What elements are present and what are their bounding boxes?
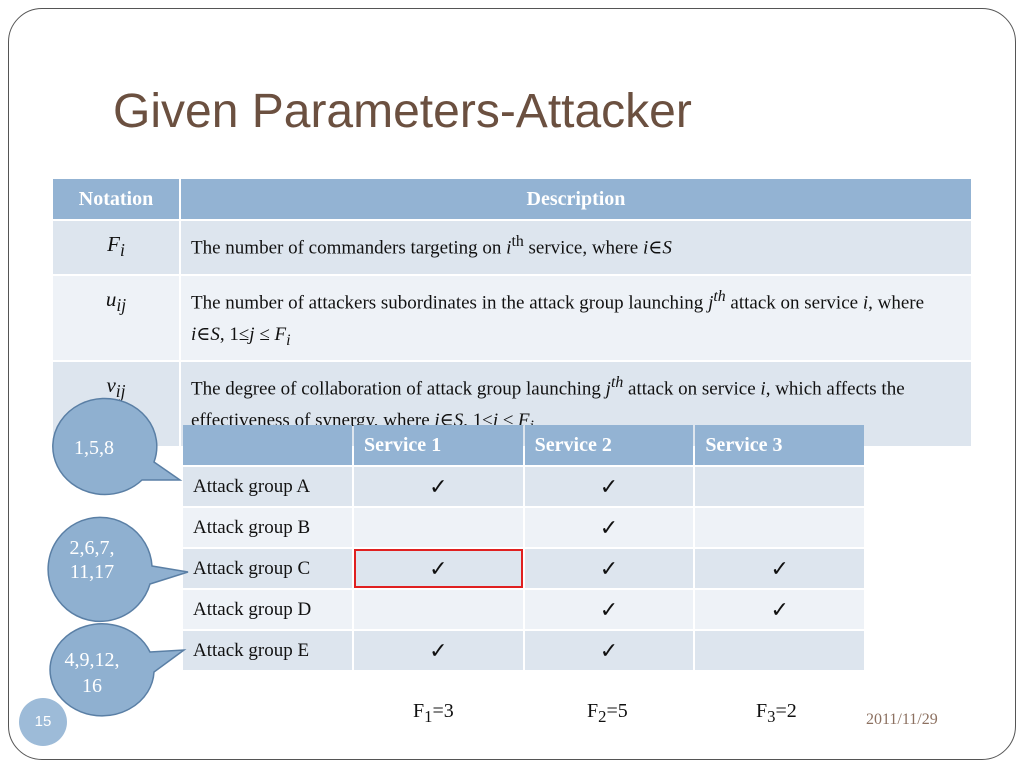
check-cell xyxy=(354,590,523,629)
desc-var: i∈S xyxy=(642,237,672,259)
f3-value: F3=2 xyxy=(756,700,797,727)
callout-bubble-c: 2,6,7, 11,17 xyxy=(47,516,189,623)
callout-text: 4,9,12, xyxy=(65,649,120,671)
f-base: F xyxy=(413,700,425,722)
f2-value: F2=5 xyxy=(587,700,628,727)
desc-text: , where xyxy=(868,292,925,314)
notation-row-u: uij The number of attackers subordinates… xyxy=(53,276,971,361)
check-cell: ✓ xyxy=(524,549,694,588)
desc-sup: th xyxy=(511,233,524,250)
corner-header xyxy=(183,425,352,465)
f-rest: =5 xyxy=(606,700,628,722)
check-cell xyxy=(354,508,523,547)
f-base: F xyxy=(587,700,599,722)
callout-bubble-a: 1,5,8 xyxy=(52,397,183,496)
desc-text: attack on service xyxy=(725,292,863,314)
highlighted-check-cell: ✓ xyxy=(354,549,523,588)
desc-sub: i xyxy=(286,331,291,349)
desc-var: j ≤ F xyxy=(249,323,287,345)
f-rest: =3 xyxy=(432,700,454,722)
check-cell: ✓ xyxy=(524,631,694,670)
check-cell: ✓ xyxy=(695,590,864,629)
group-label: Attack group E xyxy=(183,631,352,670)
desc-text: service, where xyxy=(523,237,643,259)
desc-var: i∈S xyxy=(191,323,220,345)
symbol-subscript: ij xyxy=(115,381,126,402)
f-subscript: 2 xyxy=(598,707,607,726)
callout-text: 16 xyxy=(82,675,102,697)
callout-text: 2,6,7, xyxy=(70,537,115,559)
check-cell xyxy=(695,631,864,670)
notation-table: Notation Description Fi The number of co… xyxy=(51,177,973,448)
check-cell: ✓ xyxy=(524,467,694,506)
service-3-header: Service 3 xyxy=(695,425,864,465)
check-cell xyxy=(695,508,864,547)
group-label: Attack group D xyxy=(183,590,352,629)
group-label: Attack group C xyxy=(183,549,352,588)
notation-header: Notation xyxy=(53,179,179,219)
group-label: Attack group A xyxy=(183,467,352,506)
service-2-header: Service 2 xyxy=(524,425,694,465)
callout-shape xyxy=(49,623,187,717)
desc-var: i xyxy=(760,378,766,400)
slide-title: Given Parameters-Attacker xyxy=(113,85,692,138)
callout-shape xyxy=(52,397,183,496)
table-row: Attack group C ✓ ✓ ✓ xyxy=(183,549,864,588)
desc-var: i xyxy=(862,292,869,314)
check-cell: ✓ xyxy=(354,631,523,670)
desc-text: The number of attackers subordinates in … xyxy=(191,292,709,314)
desc-var: i xyxy=(506,237,512,259)
check-cell: ✓ xyxy=(695,549,864,588)
notation-cell: uij xyxy=(53,276,179,361)
check-cell: ✓ xyxy=(524,590,694,629)
table-row: Attack group B ✓ xyxy=(183,508,864,547)
table-row: Attack group E ✓ ✓ xyxy=(183,631,864,670)
notation-header-row: Notation Description xyxy=(53,179,971,219)
desc-text: The number of commanders targeting on xyxy=(191,237,507,259)
description-header: Description xyxy=(181,179,971,219)
desc-sup: th xyxy=(713,288,726,306)
desc-text: The degree of collaboration of attack gr… xyxy=(191,378,606,400)
f-subscript: 1 xyxy=(424,707,433,726)
description-cell: The number of commanders targeting on it… xyxy=(181,221,971,275)
table-row: Attack group A ✓ ✓ xyxy=(183,467,864,506)
notation-row-f: Fi The number of commanders targeting on… xyxy=(53,221,971,275)
slide-date: 2011/11/29 xyxy=(866,711,938,728)
symbol-subscript: i xyxy=(119,240,125,261)
callout-shape xyxy=(47,516,189,623)
symbol-subscript: ij xyxy=(116,295,127,316)
callout-text: 11,17 xyxy=(70,561,114,583)
desc-var: j xyxy=(605,378,611,400)
desc-var: j xyxy=(708,292,714,314)
check-cell: ✓ xyxy=(524,508,694,547)
description-cell: The number of attackers subordinates in … xyxy=(181,276,971,361)
symbol: u xyxy=(105,287,117,312)
f-rest: =2 xyxy=(775,700,797,722)
callout-text: 1,5,8 xyxy=(74,437,114,459)
f-base: F xyxy=(756,700,768,722)
callout-bubble-e: 4,9,12, 16 xyxy=(49,623,187,717)
service-1-header: Service 1 xyxy=(354,425,523,465)
table-row: Attack group D ✓ ✓ xyxy=(183,590,864,629)
f-subscript: 3 xyxy=(767,707,776,726)
page-number-badge: 15 xyxy=(19,698,67,746)
desc-text: , 1≤ xyxy=(219,323,250,345)
desc-text: attack on service xyxy=(623,378,761,400)
desc-sup: th xyxy=(610,374,624,392)
service-header-row: Service 1 Service 2 Service 3 xyxy=(183,425,864,465)
f1-value: F1=3 xyxy=(413,700,454,727)
notation-cell: Fi xyxy=(53,221,179,275)
group-label: Attack group B xyxy=(183,508,352,547)
check-cell xyxy=(695,467,864,506)
check-cell: ✓ xyxy=(354,467,523,506)
symbol: F xyxy=(107,232,120,256)
symbol: v xyxy=(106,373,116,398)
service-table: Service 1 Service 2 Service 3 Attack gro… xyxy=(181,423,866,672)
